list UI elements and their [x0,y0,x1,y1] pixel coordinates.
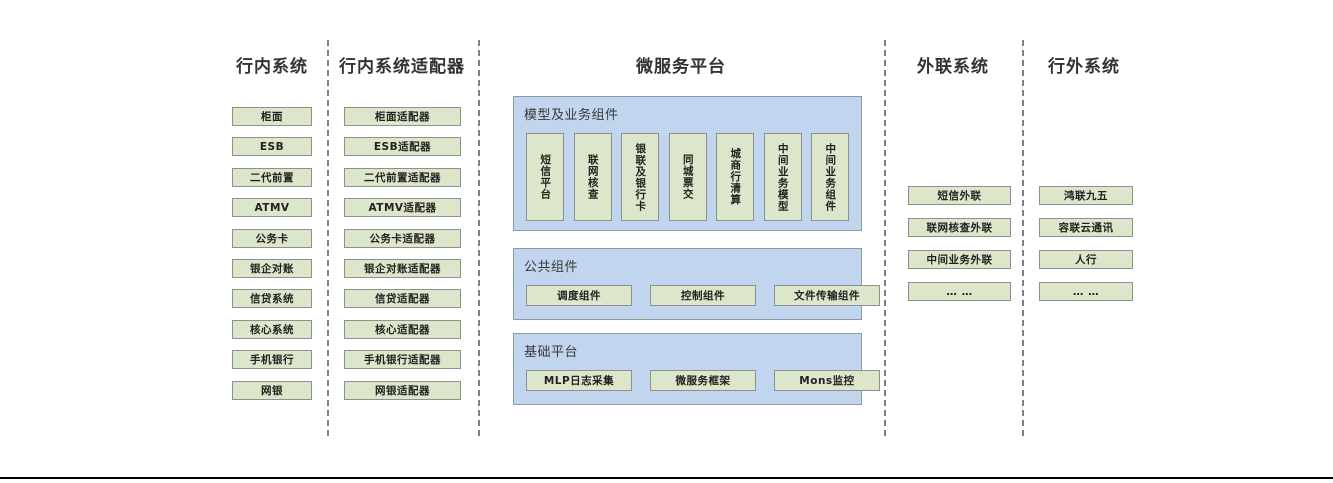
platform-item-public-components-1[interactable]: 控制组件 [650,285,756,306]
platform-item-label: 短信平台 [539,154,552,200]
item-box-outside-bank-systems-2[interactable]: 人行 [1039,250,1133,269]
platform-item-label: 中间业务组件 [824,142,837,212]
panel-title-model-business-components: 模型及业务组件 [524,108,619,123]
item-box-intra-bank-adapters-1[interactable]: ESB适配器 [344,137,461,157]
item-box-intra-bank-adapters-0[interactable]: 柜面适配器 [344,107,461,126]
column-divider-1 [327,40,329,436]
platform-item-label: 同城票交 [681,154,694,200]
platform-panel-base-platform [513,333,862,405]
platform-item-model-business-components-0[interactable]: 短信平台 [526,133,564,221]
platform-item-base-platform-1[interactable]: 微服务框架 [650,370,756,391]
item-box-intra-bank-adapters-5[interactable]: 银企对账适配器 [344,259,461,278]
item-box-intra-bank-adapters-2[interactable]: 二代前置适配器 [344,167,461,187]
item-box-outside-bank-systems-1[interactable]: 容联云通讯 [1039,218,1133,237]
item-box-intra-bank-adapters-7[interactable]: 核心适配器 [344,319,461,339]
panel-title-base-platform: 基础平台 [524,345,579,360]
item-box-intra-bank-adapters-4[interactable]: 公务卡适配器 [344,228,461,248]
column-divider-3 [884,40,886,436]
item-box-intra-bank-systems-3[interactable]: ATMV [232,198,312,218]
item-box-intra-bank-systems-2[interactable]: 二代前置 [232,167,312,187]
item-box-outside-bank-systems-3[interactable]: … … [1039,282,1133,301]
panel-title-public-components: 公共组件 [524,260,579,275]
column-title-external-liaison-systems: 外联系统 [917,57,989,77]
item-box-intra-bank-systems-6[interactable]: 信贷系统 [232,289,312,309]
item-box-intra-bank-systems-5[interactable]: 银企对账 [232,259,312,278]
platform-item-label: 联网核查 [586,154,599,200]
platform-item-label: 城商行清算 [729,148,742,206]
platform-item-model-business-components-3[interactable]: 同城票交 [668,133,707,221]
column-title-intra-bank-adapters: 行内系统适配器 [339,57,465,77]
item-box-intra-bank-adapters-6[interactable]: 信贷适配器 [344,289,461,309]
platform-item-model-business-components-6[interactable]: 中间业务组件 [811,133,849,221]
item-box-intra-bank-adapters-8[interactable]: 手机银行适配器 [344,350,461,370]
item-box-external-liaison-systems-0[interactable]: 短信外联 [908,186,1011,205]
platform-item-base-platform-2[interactable]: Mons监控 [774,370,880,391]
platform-item-label: 银联及银行卡 [634,142,647,212]
item-box-external-liaison-systems-2[interactable]: 中间业务外联 [908,250,1011,269]
item-box-intra-bank-systems-0[interactable]: 柜面 [232,107,312,126]
column-title-intra-bank-systems: 行内系统 [236,57,308,77]
platform-item-model-business-components-2[interactable]: 银联及银行卡 [621,133,659,221]
item-box-intra-bank-adapters-9[interactable]: 网银适配器 [344,380,461,400]
platform-title: 微服务平台 [636,57,726,77]
platform-panel-public-components [513,248,862,320]
item-box-intra-bank-systems-8[interactable]: 手机银行 [232,350,312,370]
item-box-outside-bank-systems-0[interactable]: 鸿联九五 [1039,186,1133,205]
column-title-outside-bank-systems: 行外系统 [1048,57,1120,77]
item-box-external-liaison-systems-3[interactable]: … … [908,282,1011,301]
platform-item-base-platform-0[interactable]: MLP日志采集 [526,370,632,391]
platform-item-model-business-components-5[interactable]: 中间业务模型 [763,133,802,221]
item-box-intra-bank-systems-7[interactable]: 核心系统 [232,319,312,339]
platform-item-public-components-0[interactable]: 调度组件 [526,285,632,306]
platform-item-public-components-2[interactable]: 文件传输组件 [774,285,880,306]
column-divider-4 [1022,40,1024,436]
column-divider-2 [478,40,480,436]
item-box-intra-bank-systems-9[interactable]: 网银 [232,380,312,400]
item-box-intra-bank-systems-1[interactable]: ESB [232,137,312,157]
platform-item-model-business-components-4[interactable]: 城商行清算 [716,133,754,221]
item-box-intra-bank-adapters-3[interactable]: ATMV适配器 [344,198,461,218]
bottom-rule [0,477,1333,479]
platform-item-label: 中间业务模型 [776,142,789,212]
item-box-intra-bank-systems-4[interactable]: 公务卡 [232,228,312,248]
item-box-external-liaison-systems-1[interactable]: 联网核查外联 [908,218,1011,237]
platform-item-model-business-components-1[interactable]: 联网核查 [573,133,612,221]
